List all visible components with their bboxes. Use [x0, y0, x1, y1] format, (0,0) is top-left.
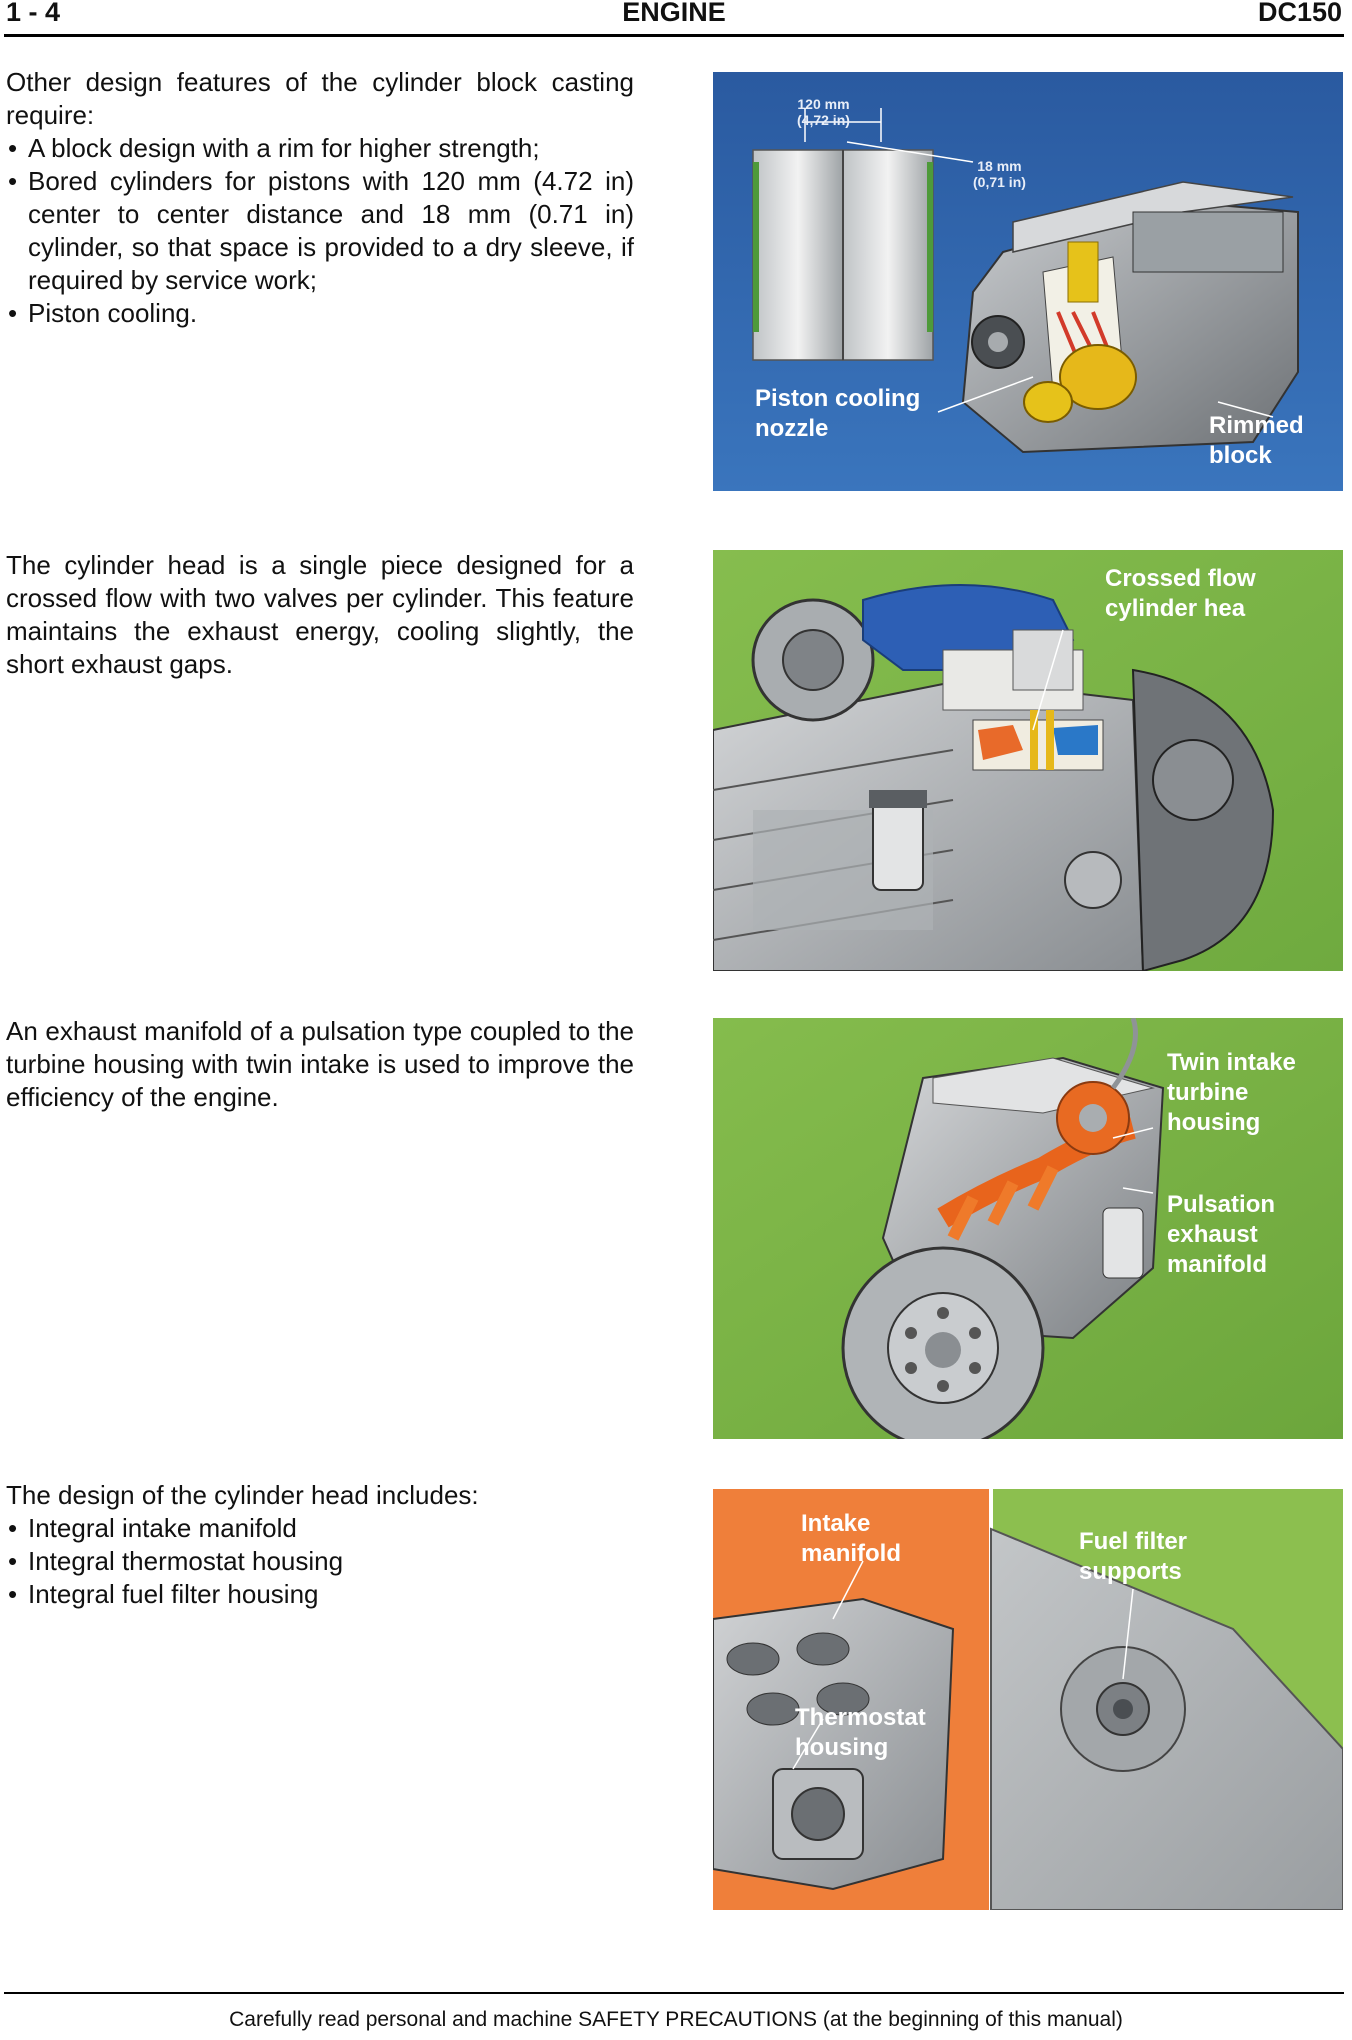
section-block-design: Other design features of the cylinder bl…: [6, 66, 634, 330]
figure-exhaust-manifold: Twin intake turbine housing Pulsation ex…: [713, 1018, 1343, 1439]
label-pulsation-manifold: Pulsation exhaust manifold: [1167, 1191, 1276, 1278]
label-twin-intake-turbine: Twin intake turbine housing: [1167, 1049, 1296, 1136]
label-thermostat-housing: Thermostat housing: [795, 1704, 926, 1761]
bullet-list: Integral intake manifold Integral thermo…: [6, 1512, 634, 1611]
page-number: 1 - 4: [6, 0, 61, 27]
cylinder-head-details-illustration: [713, 1489, 1343, 1910]
page-header: 1 - 4 ENGINE DC150: [4, 0, 1344, 37]
bullet-list: A block design with a rim for higher str…: [6, 132, 634, 330]
figure-cylinder-head: Crossed flow cylinder hea: [713, 550, 1343, 971]
dimension-center-distance: 120 mm (4,72 in): [797, 96, 850, 128]
cylinder-head-illustration: [713, 550, 1343, 971]
dimension-wall-thickness: 18 mm (0,71 in): [973, 158, 1026, 190]
figure-cylinder-head-details: Intake manifold Thermostat housing Fuel …: [713, 1489, 1343, 1910]
section-text: An exhaust manifold of a pulsation type …: [6, 1016, 634, 1112]
bullet-item: Bored cylinders for pistons with 120 mm …: [6, 165, 634, 297]
section-exhaust-manifold: An exhaust manifold of a pulsation type …: [6, 1015, 634, 1114]
section-intro: The design of the cylinder head includes…: [6, 1480, 479, 1510]
section-intro: Other design features of the cylinder bl…: [6, 67, 634, 130]
figure-cylinder-block: 120 mm (4,72 in) 18 mm (0,71 in) Piston …: [713, 72, 1343, 491]
section-title: ENGINE: [622, 0, 726, 27]
section-text: The cylinder head is a single piece desi…: [6, 550, 634, 679]
exhaust-manifold-illustration: [713, 1018, 1343, 1439]
label-fuel-filter-supports: Fuel filter supports: [1079, 1528, 1188, 1585]
label-intake-manifold: Intake manifold: [801, 1510, 901, 1567]
bullet-item: Piston cooling.: [6, 297, 634, 330]
label-crossed-flow-head: Crossed flow cylinder hea: [1105, 565, 1256, 622]
model-code: DC150: [1257, 0, 1342, 27]
section-head-integral: The design of the cylinder head includes…: [6, 1479, 634, 1611]
bullet-item: Integral thermostat housing: [6, 1545, 634, 1578]
label-rimmed-block: Rimmed block: [1209, 412, 1304, 469]
bullet-item: A block design with a rim for higher str…: [6, 132, 634, 165]
bullet-item: Integral fuel filter housing: [6, 1578, 634, 1611]
footer-safety-note: Carefully read personal and machine SAFE…: [229, 2008, 1123, 2031]
cylinder-block-illustration: [713, 72, 1343, 491]
label-piston-cooling-nozzle: Piston cooling nozzle: [755, 385, 921, 442]
section-cylinder-head: The cylinder head is a single piece desi…: [6, 549, 634, 681]
footer-divider: [4, 1992, 1344, 1994]
bullet-item: Integral intake manifold: [6, 1512, 634, 1545]
